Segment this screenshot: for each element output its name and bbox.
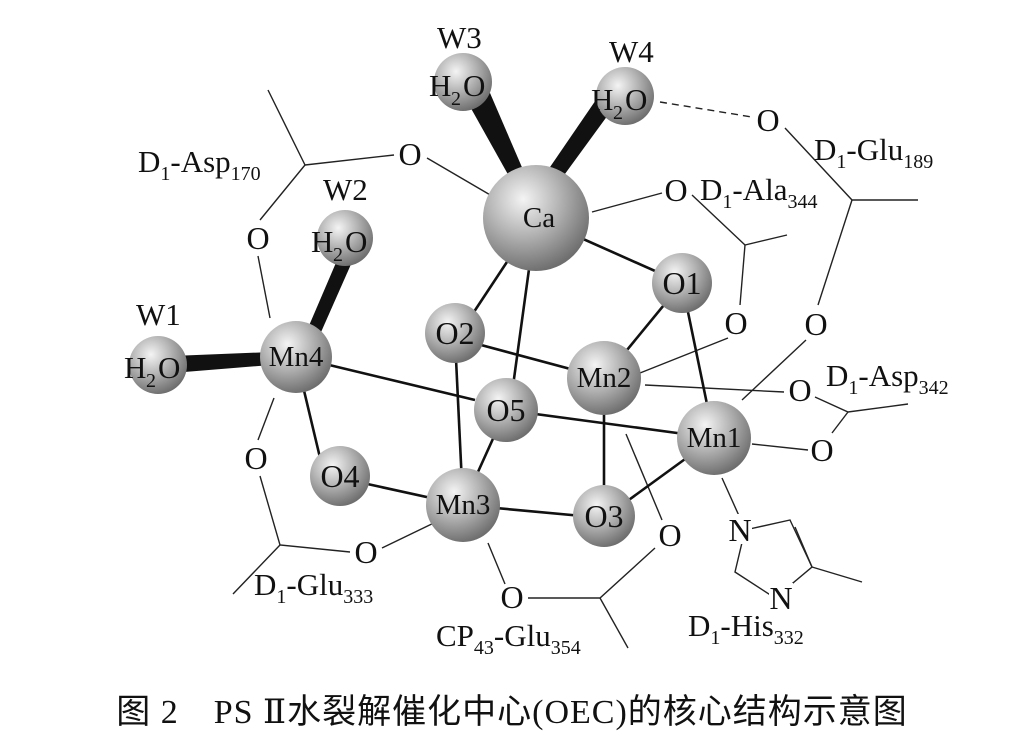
svg-text:CP43-Glu354: CP43-Glu354 [436, 618, 581, 659]
ligand-oxygen: O [756, 102, 779, 138]
svg-text:2: 2 [451, 88, 461, 110]
ligand-oxygen: O [810, 432, 833, 468]
svg-text:2: 2 [333, 244, 343, 266]
svg-text:H: H [311, 224, 333, 259]
atom-mn4: Mn4 [260, 321, 332, 393]
svg-text:Mn4: Mn4 [269, 341, 324, 373]
water-w1: H 2 O W1 [124, 297, 187, 394]
svg-text:D1-Asp170: D1-Asp170 [138, 144, 261, 185]
svg-text:2: 2 [613, 102, 623, 124]
residue-label-glu354: CP43-Glu354 [436, 618, 581, 659]
ligand-oxygen: O [664, 172, 687, 208]
residue-label-glu333: D1-Glu333 [254, 567, 373, 608]
svg-text:2: 2 [146, 370, 156, 392]
histidine-nitrogen: N [728, 512, 751, 548]
water-w2: H 2 O W2 [311, 172, 373, 266]
svg-text:Mn2: Mn2 [577, 362, 632, 394]
water-label-w4: W4 [609, 34, 654, 69]
residue-label-asp170: D1-Asp170 [138, 144, 261, 185]
atom-mn1: Mn1 [677, 401, 751, 475]
water-label-w1: W1 [136, 297, 181, 332]
svg-text:H: H [429, 68, 451, 103]
svg-text:D1-Glu189: D1-Glu189 [814, 132, 933, 173]
ligand-oxygen: O [788, 372, 811, 408]
svg-text:O2: O2 [435, 315, 474, 351]
ligand-oxygen: O [354, 534, 377, 570]
svg-text:O: O [158, 350, 180, 385]
svg-text:D1-His332: D1-His332 [688, 608, 804, 649]
ligand-oxygen: O [244, 440, 267, 476]
ligand-oxygens: O O O O O O O O O O O O [244, 102, 833, 615]
ligand-oxygen: O [500, 579, 523, 615]
svg-text:H: H [591, 82, 613, 117]
svg-text:O1: O1 [662, 265, 701, 301]
ligand-oxygen: O [398, 136, 421, 172]
svg-text:Ca: Ca [523, 202, 555, 234]
svg-text:D1-Ala344: D1-Ala344 [700, 172, 817, 213]
svg-text:D1-Glu333: D1-Glu333 [254, 567, 373, 608]
residue-label-his332: D1-His332 [688, 608, 804, 649]
atom-ca: Ca [483, 165, 589, 271]
svg-text:Mn1: Mn1 [687, 422, 742, 454]
atom-o5: O5 [474, 378, 538, 442]
water-wedges [172, 93, 616, 373]
water-label-w3: W3 [437, 20, 482, 55]
water-label-w2: W2 [323, 172, 368, 207]
water-w3: H 2 O W3 [429, 20, 492, 111]
histidine-nitrogens: N N [728, 512, 793, 616]
water-w4: H 2 O W4 [591, 34, 654, 125]
svg-text:O: O [463, 68, 485, 103]
figure-caption: 图 2 PS Ⅱ水裂解催化中心(OEC)的核心结构示意图 [116, 694, 908, 731]
atom-o2: O2 [425, 303, 485, 363]
atom-o1: O1 [652, 253, 712, 313]
ligand-oxygen: O [804, 306, 827, 342]
residue-label-asp342: D1-Asp342 [826, 358, 949, 399]
svg-text:Mn3: Mn3 [436, 489, 491, 521]
ligand-oxygen: O [724, 305, 747, 341]
ligand-oxygen: O [246, 220, 269, 256]
residue-label-ala344: D1-Ala344 [700, 172, 817, 213]
svg-text:D1-Asp342: D1-Asp342 [826, 358, 949, 399]
histidine-nitrogen: N [769, 580, 792, 616]
svg-text:O: O [345, 224, 367, 259]
svg-text:H: H [124, 350, 146, 385]
svg-text:O5: O5 [486, 392, 525, 428]
svg-text:O4: O4 [320, 458, 359, 494]
atom-o3: O3 [573, 485, 635, 547]
residue-label-glu189: D1-Glu189 [814, 132, 933, 173]
svg-text:O3: O3 [584, 498, 623, 534]
atom-o4: O4 [310, 446, 370, 506]
ligand-skeleton [232, 89, 918, 649]
atom-mn2: Mn2 [567, 341, 641, 415]
svg-text:O: O [625, 82, 647, 117]
atom-mn3: Mn3 [426, 468, 500, 542]
ligand-oxygen: O [658, 517, 681, 553]
